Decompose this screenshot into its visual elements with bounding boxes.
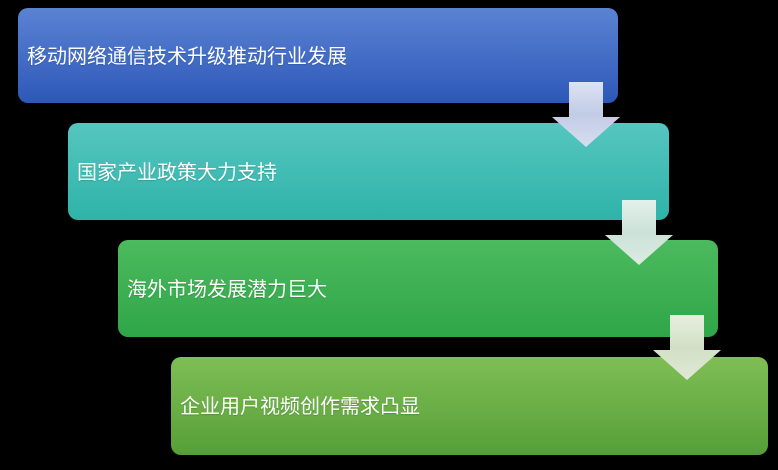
down-arrow-icon: [605, 200, 673, 265]
step-box-overseas-market-potential: 海外市场发展潜力巨大: [118, 240, 718, 337]
step-label: 海外市场发展潜力巨大: [127, 276, 327, 301]
step-label: 国家产业政策大力支持: [77, 159, 277, 184]
step-box-enterprise-video-demand: 企业用户视频创作需求凸显: [171, 357, 768, 455]
down-arrow-icon: [552, 82, 620, 147]
down-arrow-icon: [653, 315, 721, 380]
step-box-national-policy-support: 国家产业政策大力支持: [68, 123, 669, 220]
step-box-mobile-network-upgrade: 移动网络通信技术升级推动行业发展: [18, 8, 618, 103]
step-label: 企业用户视频创作需求凸显: [180, 394, 420, 418]
step-label: 移动网络通信技术升级推动行业发展: [27, 43, 347, 68]
